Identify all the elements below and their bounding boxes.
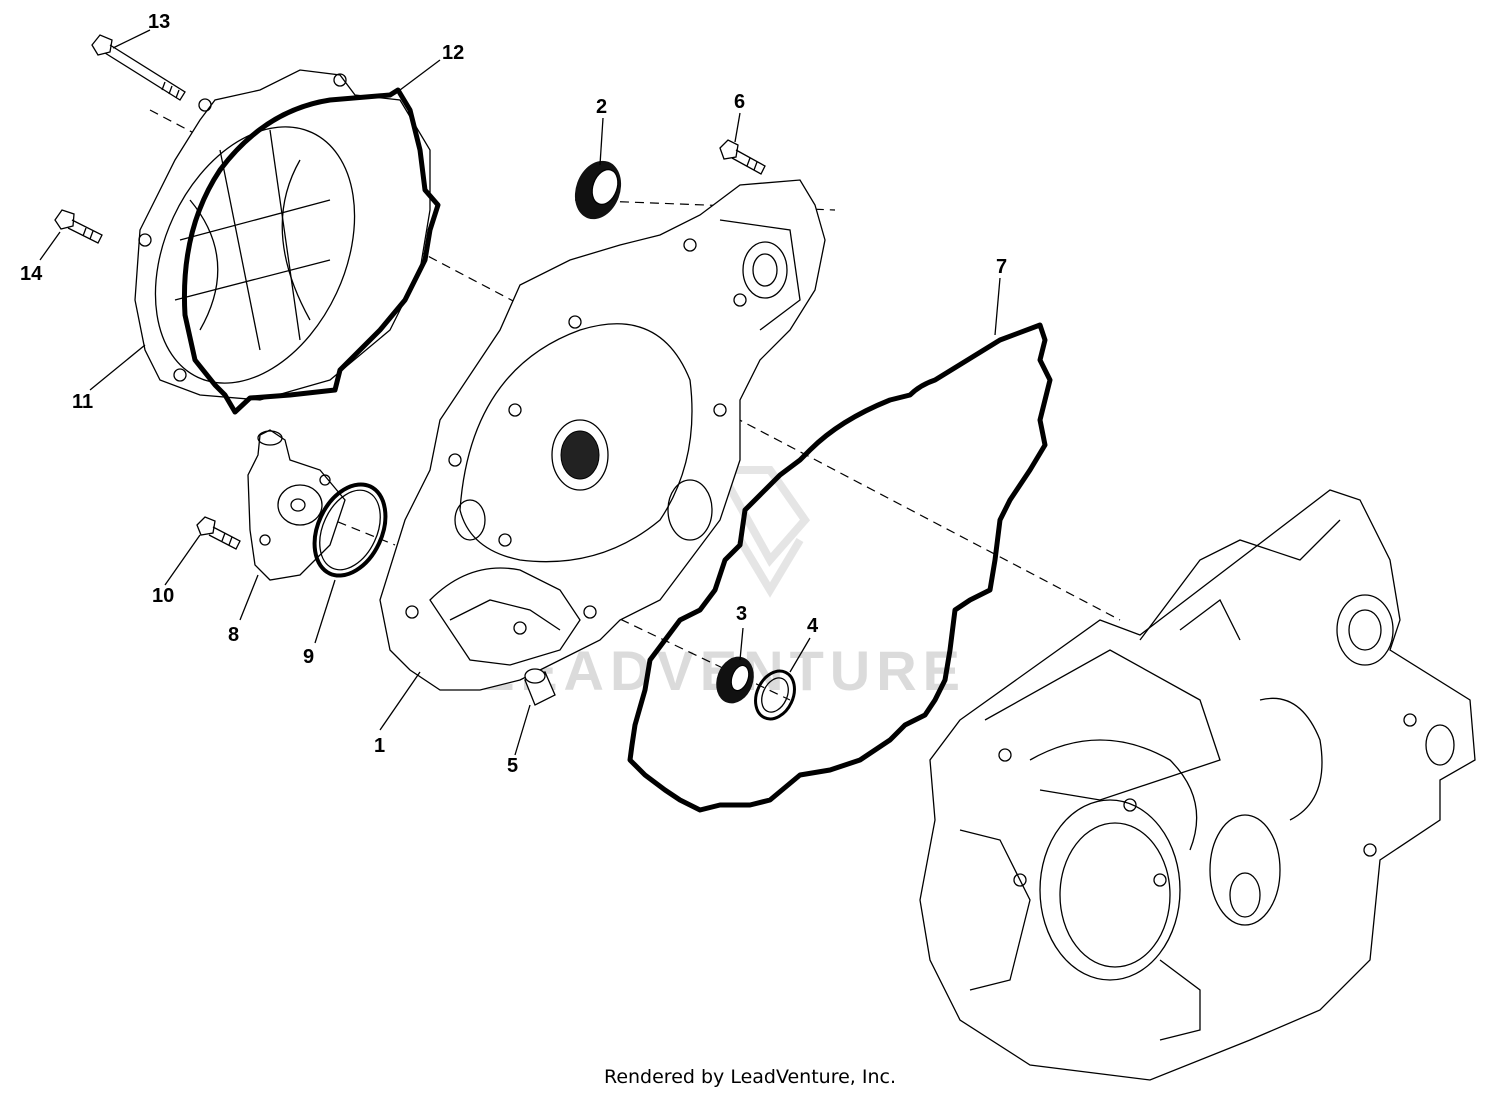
bolt-13 bbox=[91, 34, 186, 101]
callout-7: 7 bbox=[996, 256, 1007, 278]
bolt-6 bbox=[719, 139, 766, 175]
callout-6: 6 bbox=[734, 91, 745, 113]
callouts: 1 2 3 4 5 6 7 8 9 10 11 12 13 14 bbox=[20, 11, 1007, 777]
bolt-14 bbox=[54, 209, 103, 244]
callout-5: 5 bbox=[507, 755, 518, 777]
callout-2: 2 bbox=[596, 96, 607, 118]
water-pump-o-ring bbox=[312, 482, 388, 578]
callout-13: 13 bbox=[148, 11, 170, 33]
dowel-pin bbox=[524, 668, 556, 706]
crankcase bbox=[919, 489, 1476, 1081]
callout-10: 10 bbox=[152, 585, 174, 607]
callout-11: 11 bbox=[72, 391, 93, 413]
callout-8: 8 bbox=[228, 624, 239, 646]
callout-3: 3 bbox=[736, 603, 747, 625]
oil-seal-3 bbox=[716, 656, 754, 704]
circlip bbox=[754, 669, 796, 721]
callout-12: 12 bbox=[442, 42, 464, 64]
bolt-10 bbox=[196, 516, 241, 550]
callout-1: 1 bbox=[374, 735, 385, 757]
leader-lines bbox=[39, 29, 1001, 756]
clutch-cover-gasket bbox=[181, 87, 441, 415]
crankcase-cover bbox=[379, 179, 826, 691]
clutch-cover bbox=[134, 69, 431, 401]
water-pump-cover bbox=[247, 429, 346, 581]
callout-14: 14 bbox=[20, 263, 43, 285]
oil-seal-2 bbox=[574, 160, 622, 220]
crankcase-cover-gasket bbox=[627, 322, 1053, 813]
credit-text: Rendered by LeadVenture, Inc. bbox=[603, 1066, 897, 1088]
callout-4: 4 bbox=[807, 615, 819, 637]
callout-9: 9 bbox=[303, 646, 314, 668]
